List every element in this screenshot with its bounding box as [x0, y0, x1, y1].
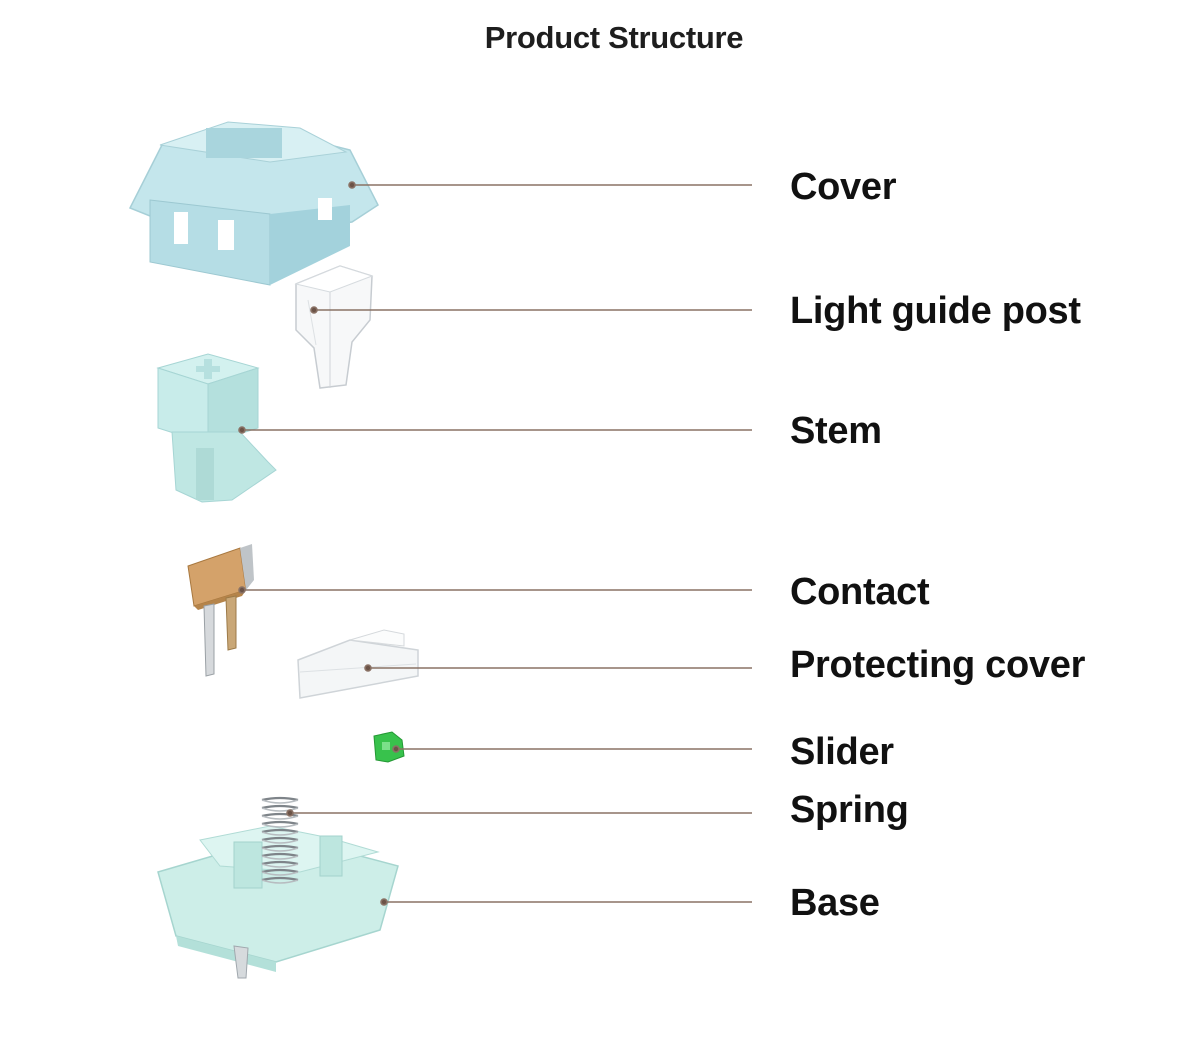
- label-stem: Stem: [790, 410, 882, 452]
- page-title: Product Structure: [484, 20, 744, 55]
- label-cover: Cover: [790, 166, 897, 208]
- label-spring: Spring: [790, 789, 909, 831]
- base-part: [157, 825, 399, 979]
- label-protecting-cover: Protecting cover: [790, 644, 1086, 686]
- label-light-guide-post: Light guide post: [790, 290, 1081, 332]
- leader-dot-base: [380, 898, 388, 906]
- leader-dot-cover: [348, 181, 356, 189]
- label-base: Base: [790, 882, 880, 924]
- leader-dot-light-guide-post: [310, 306, 318, 314]
- leader-lines: [238, 181, 752, 906]
- stem-part: [156, 353, 277, 503]
- light-guide-post-part: [294, 265, 374, 389]
- label-slider: Slider: [790, 731, 894, 773]
- spring-part: [261, 796, 299, 884]
- leader-dot-slider: [392, 745, 400, 753]
- protecting-cover-part: [297, 629, 419, 699]
- contact-part: [187, 544, 254, 677]
- leader-dot-contact: [238, 586, 246, 594]
- label-contact: Contact: [790, 571, 930, 613]
- cover-part: [128, 121, 379, 286]
- slider-part: [373, 731, 405, 763]
- leader-dot-protecting-cover: [364, 664, 372, 672]
- leader-dot-spring: [286, 809, 294, 817]
- leader-dot-stem: [238, 426, 246, 434]
